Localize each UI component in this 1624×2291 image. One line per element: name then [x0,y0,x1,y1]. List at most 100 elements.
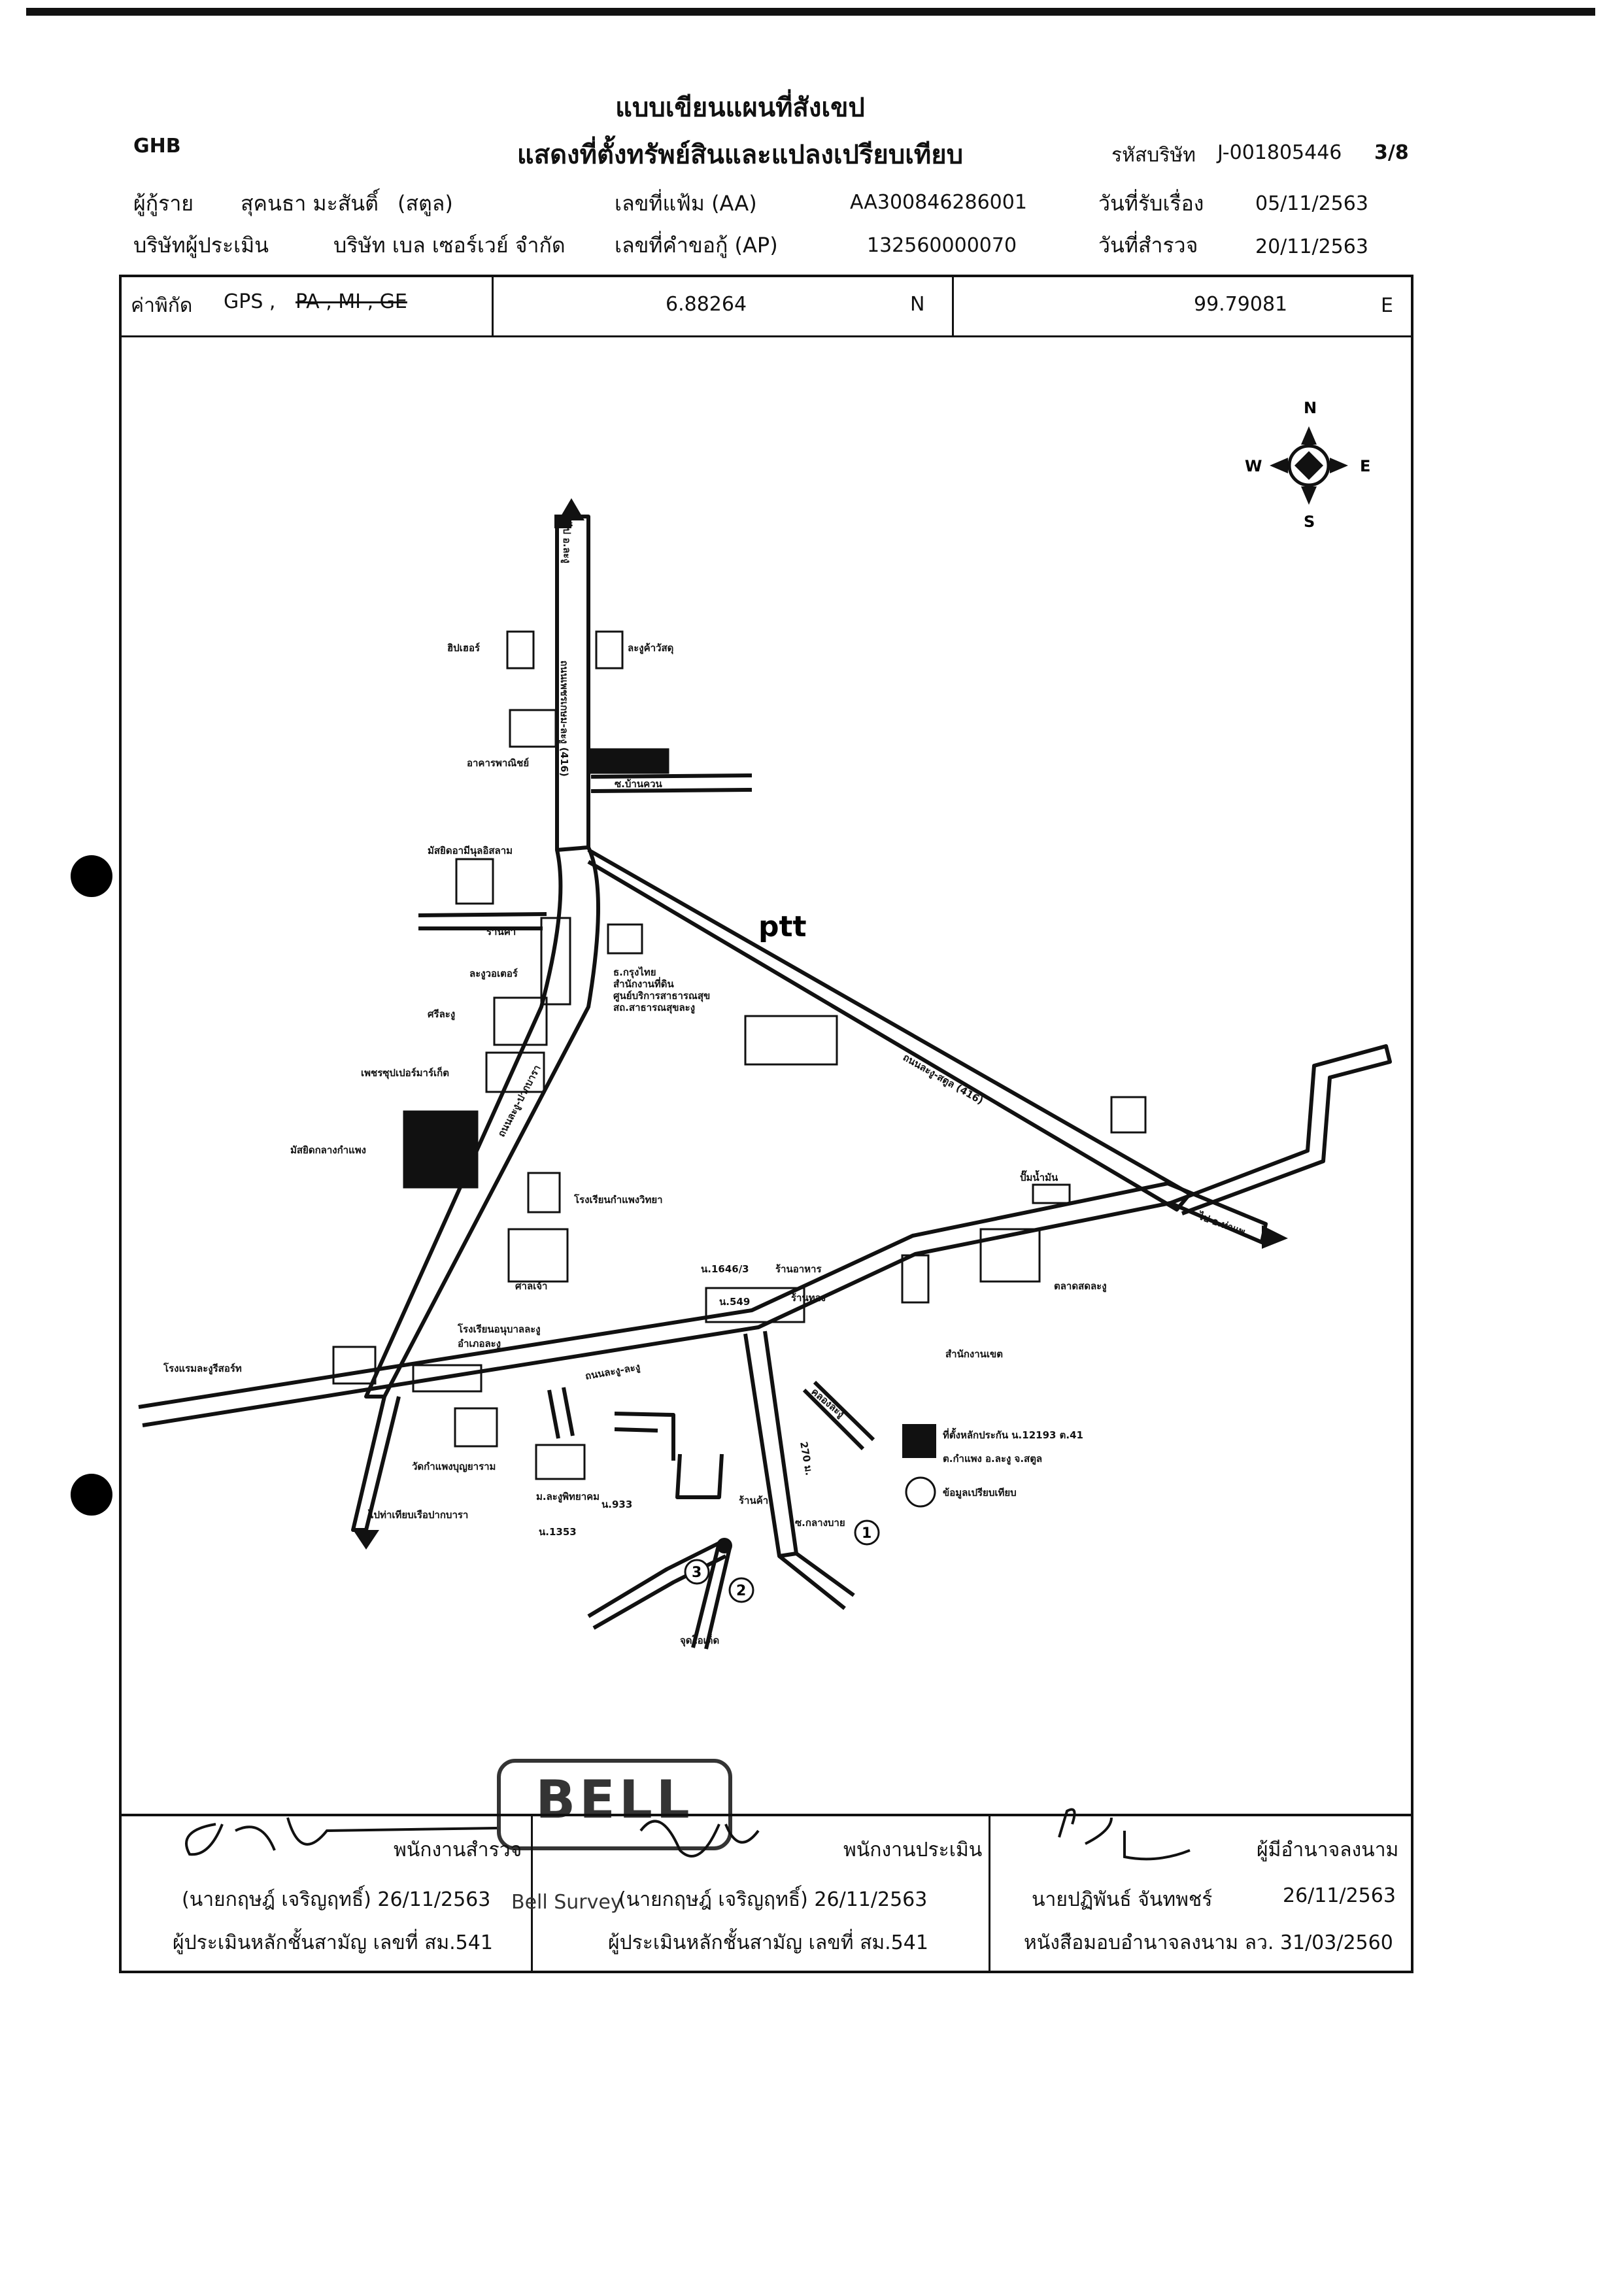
col1-license: ผู้ประเมินหลักชั้นสามัญ เลขที่ สม.541 [173,1931,493,1954]
label-shrine: ศาลเจ้า [515,1280,547,1292]
terrace-icon [744,1015,838,1066]
road-south [691,1542,732,1650]
label-hotel: โรงแรมละงูรีสอร์ท [163,1362,242,1375]
file-no: AA300846286001 [850,191,1027,214]
borrower-province: (สตูล) [398,191,453,216]
compass-rose: N S W E [1245,399,1370,531]
sig-divider-1 [531,1814,533,1973]
compass-center [1294,451,1323,480]
col3-role: ผู้มีอำนาจลงนาม [1257,1839,1399,1861]
hospital-icon [527,1172,561,1213]
lane-mosque [418,912,547,930]
sig-divider-2 [989,1814,990,1973]
request-no-label: เลขที่คำขอกู้ (AP) [615,233,778,258]
stamp-text: BELL [535,1769,694,1830]
temple-east-icon [1110,1096,1147,1134]
brand-logo-text: GHB [133,135,181,158]
coord-divider-2 [952,275,954,337]
label-legend-subject: ที่ตั้งหลักประกัน น.12193 ต.41 [943,1427,1083,1441]
office-east-icon [979,1228,1041,1283]
legend-compare-marker [905,1476,936,1508]
col3-name: นายปฏิพันธ์ จันทพชร์ [1032,1888,1213,1911]
road-southwest [587,1541,727,1630]
label-school-logo: ละงูค้าวัสดุ [628,642,673,654]
label-shop-2: ร้านอาหาร [775,1263,822,1275]
label-to-pakbara: ไปท่าเทียบเรือปากบารา [367,1508,468,1521]
label-shop-4: ร้านค้า [739,1495,768,1506]
page-subtitle: แสดงที่ตั้งทรัพย์สินและแปลงเปรียบเทียบ [516,140,964,170]
building-icon-1 [506,630,535,670]
col3-authorization: หนังสือมอบอำนาจลงนาม ลว. 31/03/2560 [1024,1931,1393,1954]
coordinate-system: GPS , [224,290,276,313]
survey-date: 20/11/2563 [1255,235,1368,258]
compare-point-2-label: 2 [736,1583,746,1599]
col2-name: (นายกฤษฎ์ เจริญฤทธิ์) 26/11/2563 [618,1888,928,1911]
road-southeast [778,1552,855,1610]
signature-2 [639,1820,760,1858]
building-icon-2 [595,630,624,670]
label-school-1: โรงเรียนกำแพงวิทยา [573,1193,663,1206]
compass-s-label: S [1304,513,1315,531]
compass-e-label: E [1360,457,1370,475]
col1-role: พนักงานสำรวจ [394,1839,522,1861]
borrower-name: สุคนธา มะสันติ์ [241,191,379,216]
label-legend-subject-2: ต.กำแพง อ.ละงู จ.สตูล [943,1453,1042,1465]
coordinate-row [119,275,1413,337]
appraiser-company: บริษัท เบล เซอร์เวย์ จำกัด [333,233,566,258]
signature-row [119,1814,1413,1973]
label-mosque-2: มัสยิดกลางกำแพง [290,1144,366,1156]
label-legend-compare: ข้อมูลเปรียบเทียบ [943,1487,1017,1499]
label-market-east: ตลาดสดละงู [1054,1280,1107,1293]
latitude-dir: N [910,293,925,316]
label-lot-4: น.1353 [539,1526,577,1538]
road-pakbara [364,846,600,1399]
label-lot-3: น.933 [601,1499,632,1510]
label-mosque-1: มัสยิดอามีนุลอิสลาม [428,845,513,857]
label-service-3: สถ.สาธารณสุขละงู [613,1002,695,1014]
survey-label: วันที่สำรวจ [1098,233,1198,258]
label-lot-1: น.1646/3 [701,1263,749,1275]
compare-point-1 [854,1519,880,1546]
compass-w-label: W [1245,457,1262,475]
compass-n-label: N [1304,399,1317,417]
label-lot-2: น.549 [719,1296,750,1308]
label-shop-3: ร้านทอง [791,1292,826,1304]
label-service-1: สำนักงานที่ดิน [613,977,675,990]
gas-station-icon [1032,1183,1071,1204]
road-northeast [1169,1044,1392,1215]
market-icon [493,996,548,1046]
school-2-icon [412,1364,482,1393]
lane-west [547,1387,575,1439]
label-office-east: สำนักงานเขต [945,1348,1003,1360]
lane-inner [675,1453,724,1499]
label-market: ศรีละงู [428,1008,455,1021]
east-road-arrowhead [1262,1225,1288,1249]
lane-loop [614,1412,675,1461]
school-3-icon [535,1444,586,1480]
label-school-3: ม.ละงูพิทยาคม [536,1491,600,1503]
compare-point-1-label: 1 [862,1525,871,1542]
label-gas-station: ปั๊มน้ำมัน [1020,1170,1058,1183]
label-lane-2: ละงูวอเตอร์ [469,968,518,980]
company-code: J-001805446 [1217,141,1342,164]
compass-north-arrow [1301,426,1317,445]
label-lane-3: ซ.กลางบาย [795,1517,845,1529]
top-scan-edge [26,8,1595,16]
label-highway-416-north: ถนนเพชรเกษม-ละงู (416) [558,660,570,777]
received-date: 05/11/2563 [1255,192,1368,215]
map-frame [119,275,1413,1973]
compass-east-arrow [1330,458,1348,473]
compass-ring [1287,444,1330,487]
file-no-label: เลขที่แฟ้ม (AA) [615,191,757,216]
label-building-1: อาคารพาณิชย์ [467,757,529,769]
north-road-arrowhead [558,498,584,520]
col1-name: (นายกฤษฎ์ เจริญฤทธิ์) 26/11/2563 [182,1888,491,1911]
label-super-1: เพชรซุปเปอร์มาร์เก็ต [361,1066,449,1079]
row-houses-icon [901,1254,930,1304]
label-hardware-1: ฮิปเฮอร์ [447,642,481,654]
compass-west-arrow [1270,458,1288,473]
label-school-2: โรงเรียนอนุบาลละงู [457,1323,541,1336]
request-no: 132560000070 [867,234,1017,257]
longitude-dir: E [1381,294,1393,317]
